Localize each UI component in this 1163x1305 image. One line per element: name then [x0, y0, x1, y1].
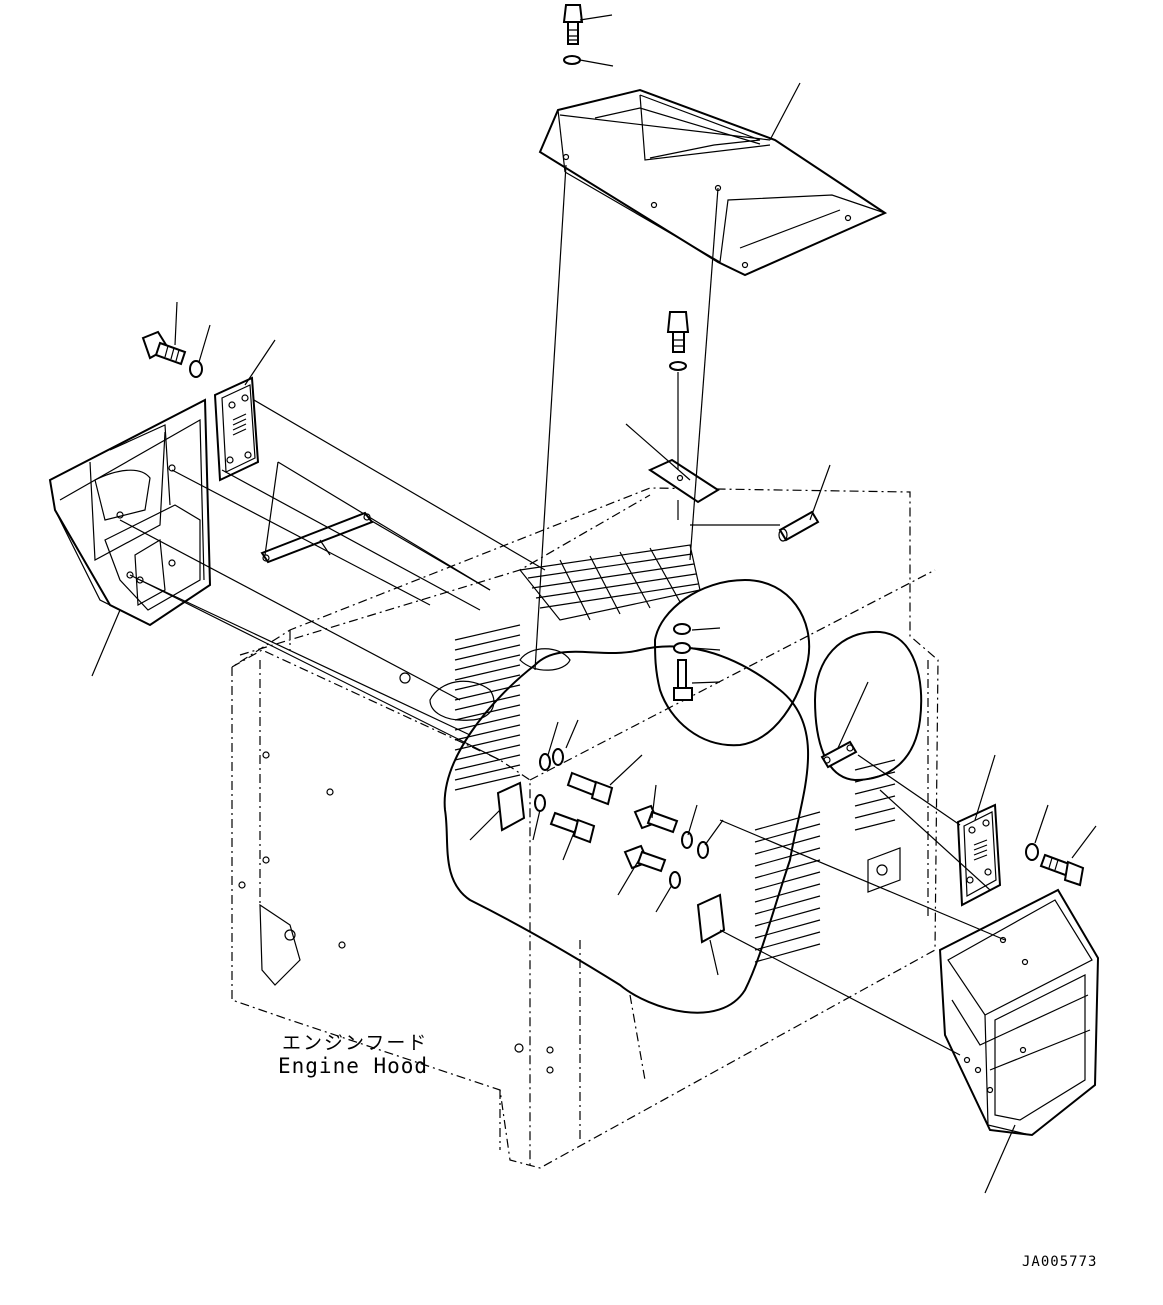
- engine-hood-body: [231, 487, 939, 1169]
- left-grille-plate: [213, 376, 260, 482]
- top-cover-duct: [538, 88, 888, 277]
- left-washer: [189, 360, 203, 378]
- cutaway-clouds: [429, 578, 923, 1014]
- left-side-cover: [48, 398, 212, 627]
- drawing-code: JA005773: [1022, 1254, 1098, 1270]
- support-rod: [260, 511, 374, 564]
- right-side-cover: [938, 888, 1100, 1137]
- engine-hood-label-jp: エンジンフード: [282, 1032, 429, 1054]
- mid-bolt: [666, 311, 690, 353]
- spacer-pin: [778, 510, 820, 542]
- right-bolt: [1039, 853, 1085, 887]
- mid-washer: [669, 361, 687, 371]
- top-washer: [563, 55, 581, 65]
- bracket-plate: [647, 458, 720, 504]
- engine-hood-label-en: Engine Hood: [278, 1054, 429, 1078]
- assembly-lines: [119, 164, 1006, 1056]
- left-bolt: [141, 330, 187, 366]
- right-grille-plate: [956, 803, 1002, 907]
- right-washer: [1025, 843, 1039, 861]
- centre-fasteners: [496, 623, 858, 944]
- top-bolt: [562, 4, 584, 45]
- callout-leaders: [91, 14, 1097, 1194]
